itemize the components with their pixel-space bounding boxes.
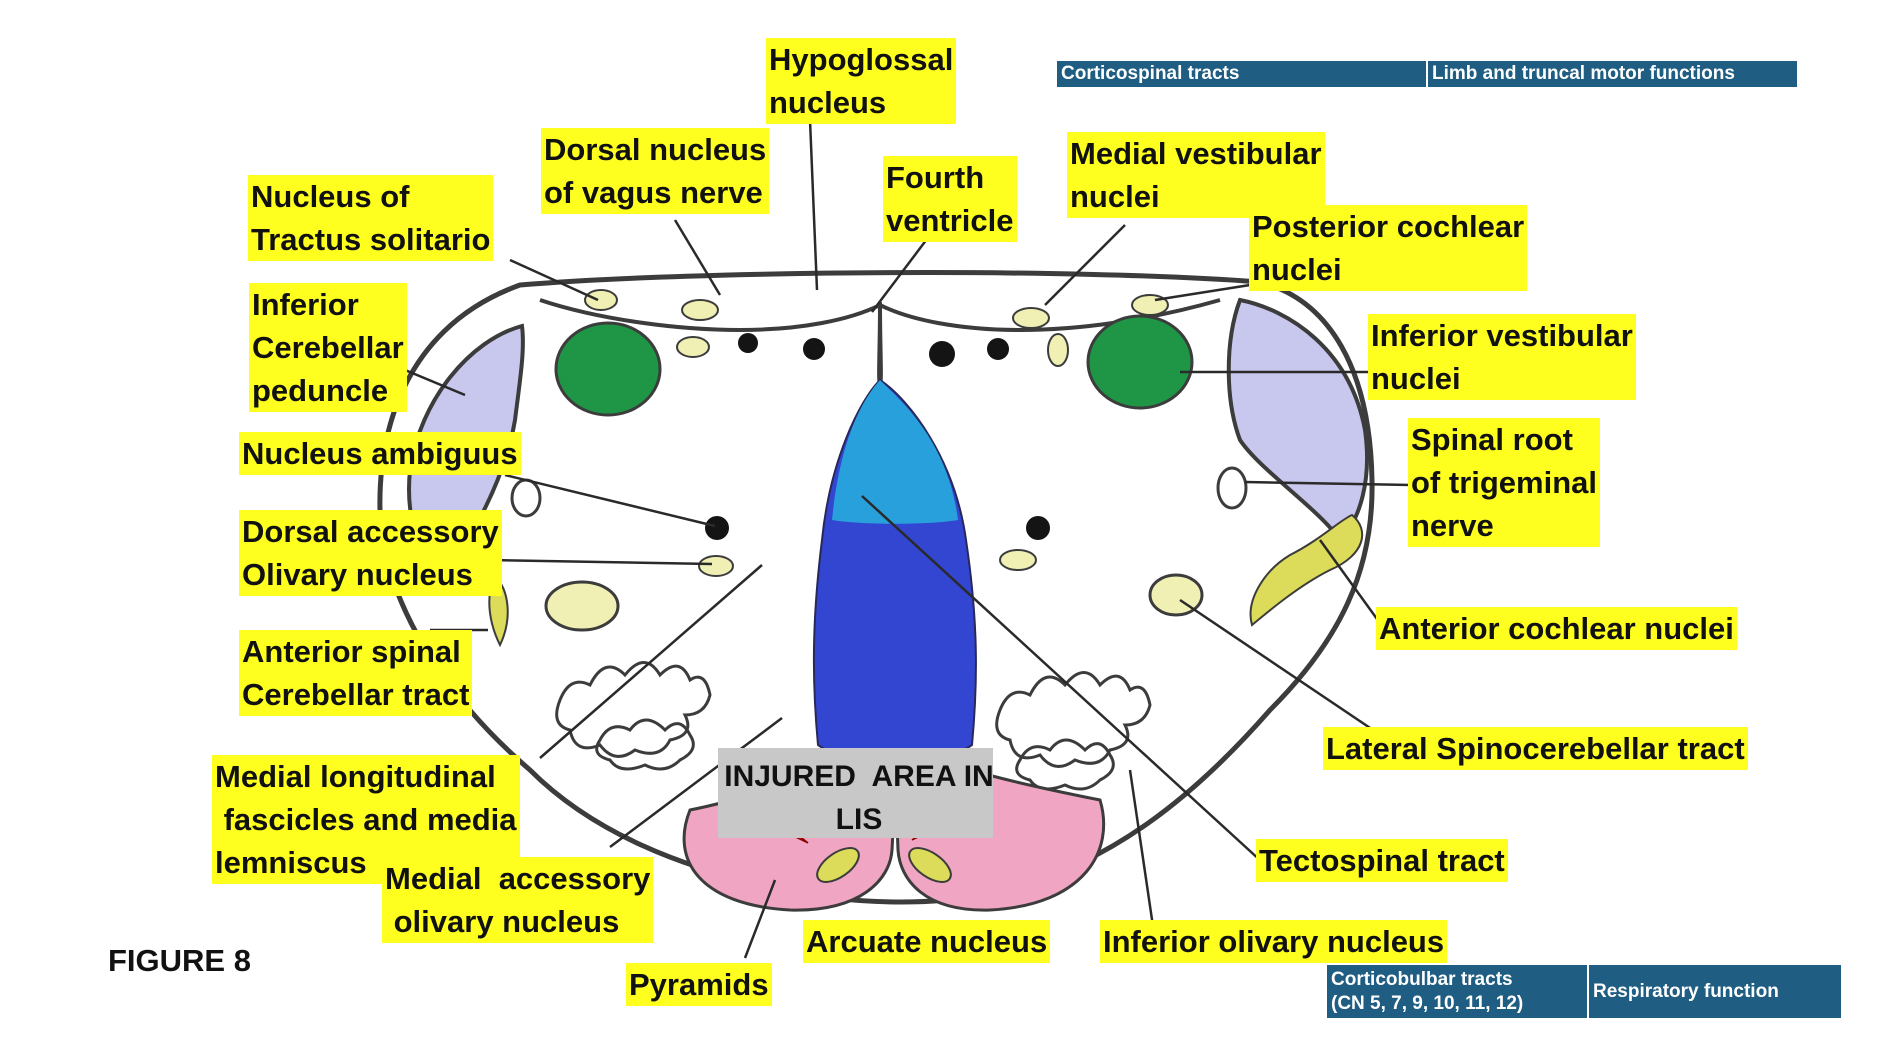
label-pyramids: Pyramids [626, 963, 772, 1006]
dorsal-accessory-olivary-left [698, 555, 734, 577]
label-anterior-spinal-cerebellar: Anterior spinal Cerebellar tract [239, 630, 473, 716]
hypoglossal-dot-4 [987, 338, 1009, 360]
inferior-olive-left-inner [595, 718, 695, 771]
label-medial-accessory-olivary: Medial accessory olivary nucleus [382, 857, 654, 943]
trigeminal-root-right [1216, 466, 1248, 510]
mlf-tract [832, 380, 958, 524]
nucleus-ambiguus-right [1026, 516, 1050, 540]
hypoglossal-dot-3 [929, 341, 955, 367]
table-bottom-col2: Respiratory function [1587, 963, 1843, 1020]
hypoglossal-dot-2 [803, 338, 825, 360]
corticospinal-table: Corticospinal tracts Limb and truncal mo… [1055, 59, 1799, 89]
medial-vestibular-nucleus-2 [1047, 333, 1069, 367]
label-dorsal-nucleus-vagus: Dorsal nucleus of vagus nerve [541, 128, 770, 214]
arcuate-nucleus-right [908, 847, 952, 883]
label-medial-longitudinal: Medial longitudinal fascicles and media … [212, 755, 520, 884]
label-nucleus-tractus-solitario: Nucleus of Tractus solitario [248, 175, 494, 261]
label-inferior-olivary-nucleus: Inferior olivary nucleus [1100, 920, 1448, 963]
hypoglossal-dot-1 [738, 333, 758, 353]
medial-vestibular-nucleus-1 [1012, 307, 1050, 329]
tractus-solitarius-nucleus [584, 289, 618, 311]
label-inferior-vestibular-nuclei: Inferior vestibular nuclei [1368, 314, 1636, 400]
dorsal-vagal-nucleus-1 [681, 299, 719, 321]
label-hypoglossal-nucleus: Hypoglossal nucleus [766, 38, 957, 124]
label-inferior-cerebellar-peduncle: Inferior Cerebellar peduncle [249, 283, 407, 412]
dorsal-vagal-nucleus-2 [676, 336, 710, 358]
label-dorsal-accessory-olivary: Dorsal accessory Olivary nucleus [239, 510, 502, 596]
label-medial-vestibular-nuclei: Medial vestibular nuclei [1067, 132, 1325, 218]
dorsal-accessory-olivary-right [999, 549, 1037, 571]
label-fourth-ventricle: Fourth ventricle [883, 156, 1017, 242]
label-posterior-cochlear-nuclei: Posterior cochlear nuclei [1249, 205, 1528, 291]
label-lateral-spinocerebellar: Lateral Spinocerebellar tract [1323, 727, 1748, 770]
injured-area-label: INJURED AREA IN LIS [724, 760, 994, 836]
label-nucleus-ambiguus: Nucleus ambiguus [239, 432, 521, 475]
label-tectospinal-tract: Tectospinal tract [1256, 839, 1508, 882]
nucleus-ambiguus-left [705, 516, 729, 540]
inferior-olive-right [995, 671, 1152, 768]
corticobulbar-table: Corticobulbar tracts (CN 5, 7, 9, 10, 11… [1325, 963, 1843, 1020]
arcuate-nucleus-left [816, 847, 860, 883]
inferior-olive-right-inner [1015, 738, 1115, 791]
table-top-col2: Limb and truncal motor functions [1426, 59, 1799, 89]
label-arcuate-nucleus: Arcuate nucleus [803, 920, 1051, 963]
label-spinal-root-trigeminal: Spinal root of trigeminal nerve [1408, 418, 1601, 547]
table-top-col1: Corticospinal tracts [1055, 59, 1428, 89]
injured-area-box [718, 748, 993, 838]
vestibular-nucleus-right [1086, 314, 1194, 410]
vestibular-nucleus-left [554, 321, 662, 417]
label-anterior-cochlear-nuclei: Anterior cochlear nuclei [1376, 607, 1737, 650]
lateral-spinocerebellar-right [1249, 513, 1364, 627]
trigeminal-root-left [510, 478, 542, 518]
table-bottom-col1: Corticobulbar tracts (CN 5, 7, 9, 10, 11… [1325, 963, 1589, 1020]
accessory-olive-left [544, 580, 620, 632]
figure-title: FIGURE 8 [108, 943, 251, 978]
